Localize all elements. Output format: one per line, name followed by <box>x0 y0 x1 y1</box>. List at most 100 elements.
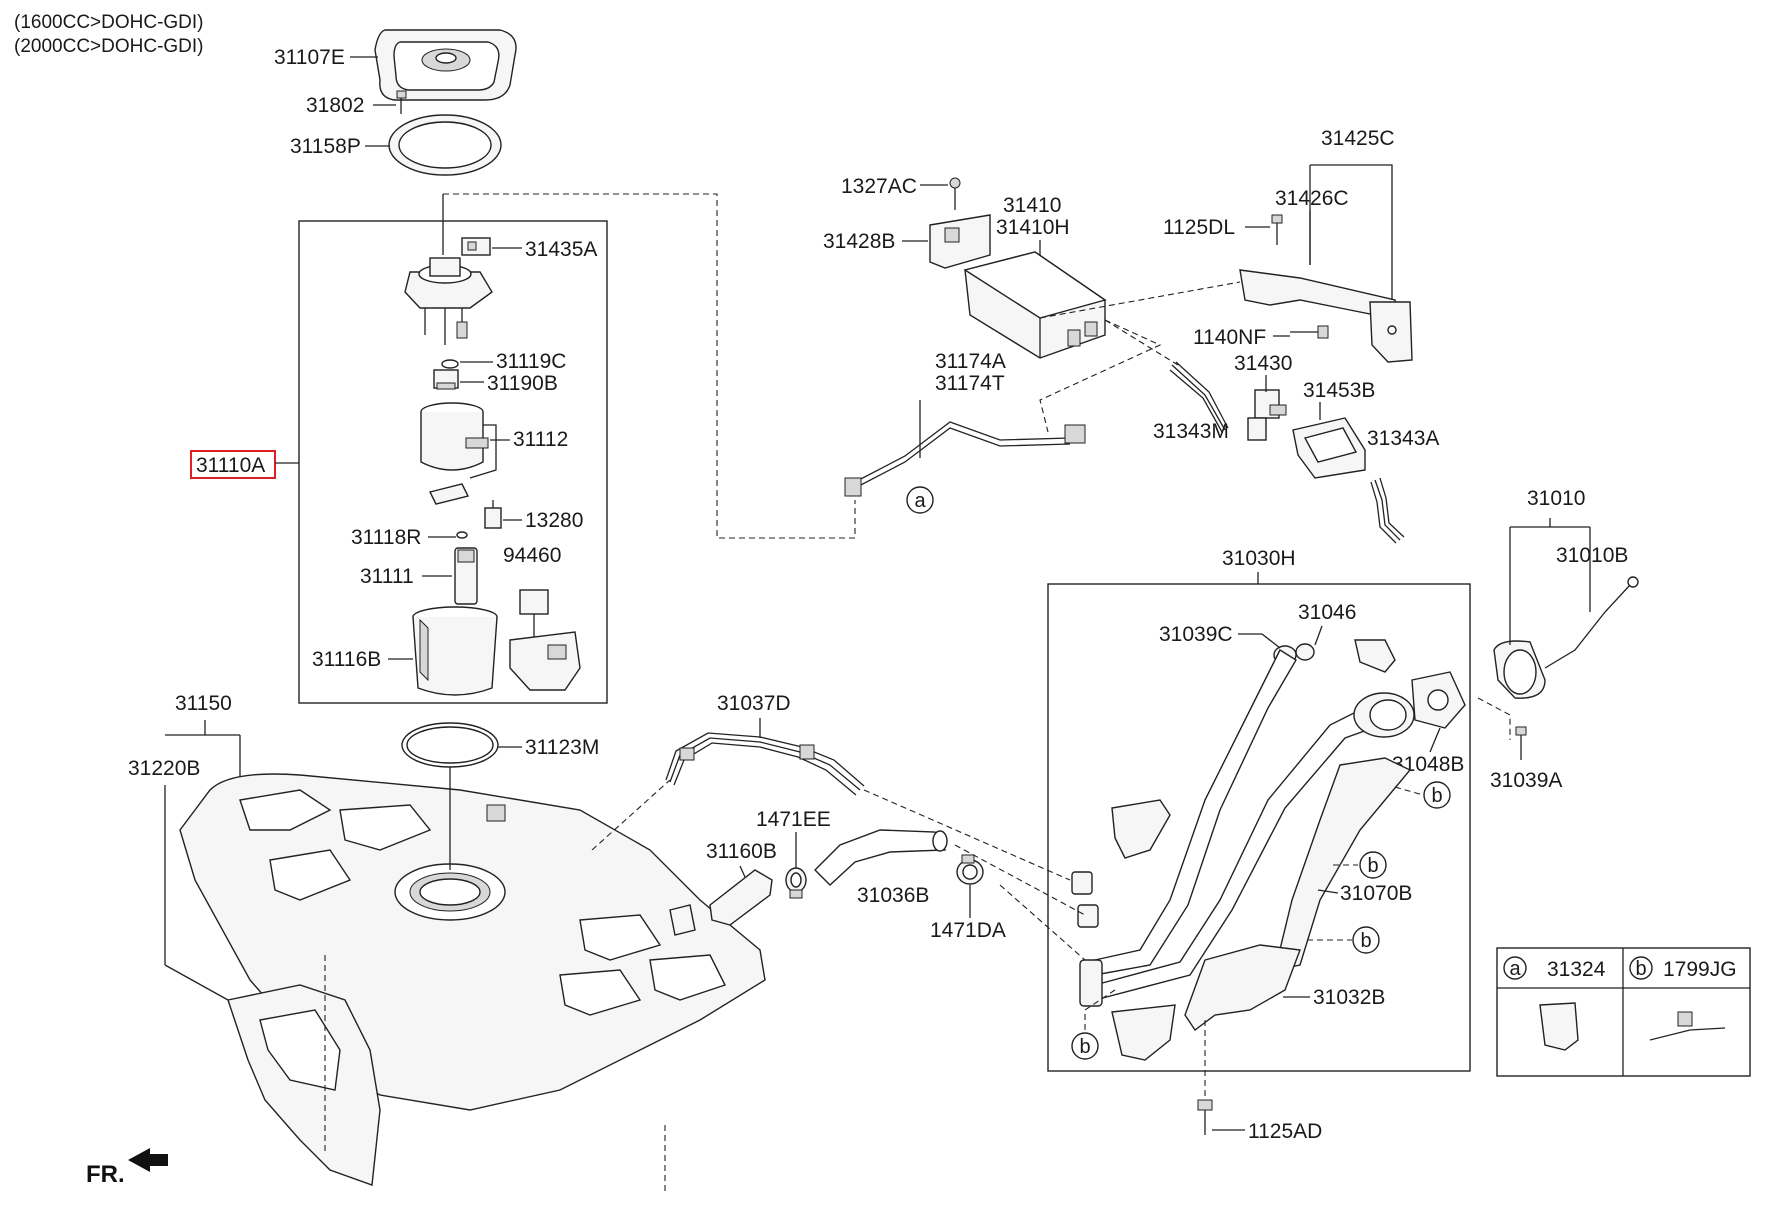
part-1471EE-clamp <box>785 867 807 899</box>
label-31430: 31430 <box>1234 352 1292 375</box>
label-31010: 31010 <box>1527 487 1585 510</box>
part-31046-fitting <box>1295 639 1396 673</box>
label-31039A: 31039A <box>1490 769 1562 792</box>
label-31150: 31150 <box>175 692 232 715</box>
engine-variant-2: (2000CC>DOHC-GDI) <box>14 36 204 57</box>
highlight-31110A <box>190 450 276 479</box>
label-31010B: 31010B <box>1556 544 1628 567</box>
part-31107E-cover <box>374 29 517 101</box>
part-31111-pump <box>454 547 478 605</box>
label-31032B: 31032B <box>1313 986 1385 1009</box>
part-31426C-bracket <box>1239 269 1413 363</box>
label-31037D: 31037D <box>717 692 791 715</box>
label-31046: 31046 <box>1298 601 1356 624</box>
label-31039C: 31039C <box>1159 623 1233 646</box>
part-31037D-hose <box>665 732 865 796</box>
part-31453B-filter <box>1292 417 1366 479</box>
label-31111: 31111 <box>360 565 414 588</box>
label-1471EE: 1471EE <box>756 808 831 831</box>
label-31802: 31802 <box>306 94 364 117</box>
svg-text:b: b <box>1360 930 1371 952</box>
label-31110A: 31110A <box>196 454 265 477</box>
label-31116B: 31116B <box>312 648 381 671</box>
legend-a-part: 31324 <box>1547 958 1606 981</box>
callout-b-2: b <box>1333 851 1387 879</box>
part-pipe-clip-upper <box>1111 799 1171 859</box>
label-31425C: 31425C <box>1321 127 1395 150</box>
assembly-box-31030H <box>1047 583 1471 1072</box>
label-31123M: 31123M <box>525 736 599 759</box>
label-1140NF: 1140NF <box>1193 326 1266 349</box>
callout-b-3: b <box>1307 926 1380 954</box>
legend-b-part: 1799JG <box>1663 958 1737 981</box>
part-1471DA-clamp <box>956 854 984 885</box>
label-31030H: 31030H <box>1222 547 1296 570</box>
callout-b-1: b <box>1394 781 1451 809</box>
part-31116B-reservoir <box>412 606 498 696</box>
label-31220B: 31220B <box>128 757 200 780</box>
label-31343M: 31343M <box>1153 420 1229 443</box>
clip-31324-icon <box>1539 1002 1579 1051</box>
label-31070B: 31070B <box>1340 882 1412 905</box>
label-31435A: 31435A <box>525 238 597 261</box>
callout-b-4: b <box>1071 989 1116 1060</box>
label-31158P: 31158P <box>290 135 361 158</box>
part-pipe-clip-lower <box>1111 1004 1176 1061</box>
part-31030H-filler-pipe <box>1071 648 1397 1007</box>
label-31118R: 31118R <box>351 526 421 549</box>
part-94460-sender <box>509 589 581 691</box>
label-31426C: 31426C <box>1275 187 1349 210</box>
label-31190B: 31190B <box>487 372 558 395</box>
front-arrow <box>128 1148 168 1172</box>
part-31220B-heat-shield <box>227 984 381 1186</box>
label-31174T: 31174T <box>935 372 1005 395</box>
label-31410: 31410 <box>1003 194 1061 217</box>
part-31430-valve <box>1247 389 1287 441</box>
label-1125AD: 1125AD <box>1248 1120 1322 1143</box>
label-31119C: 31119C <box>496 350 566 373</box>
part-1327AC-bolt <box>949 177 961 210</box>
callout-a-letter: a <box>914 490 926 512</box>
part-31123M-oring <box>401 722 499 870</box>
label-fr: FR. <box>86 1161 125 1188</box>
label-31428B: 31428B <box>823 230 895 253</box>
part-31343A-hose <box>1370 477 1405 544</box>
callout-a <box>906 486 934 514</box>
part-13280-sensor <box>484 500 502 529</box>
label-31174A: 31174A <box>935 350 1006 373</box>
part-31112-filter <box>420 402 497 505</box>
part-31190B-regulator <box>433 369 459 390</box>
part-31119C-oring <box>441 359 459 369</box>
label-1471DA: 1471DA <box>930 919 1006 942</box>
label-31160B: 31160B <box>706 840 777 863</box>
arrow-left-icon <box>128 1148 168 1172</box>
label-94460: 94460 <box>503 544 561 567</box>
part-31802-bolt <box>396 90 407 114</box>
part-31428B-bracket <box>929 214 991 269</box>
label-31112: 31112 <box>513 428 568 451</box>
assembly-box-31110A <box>298 220 608 704</box>
part-1125AD-bolt <box>1197 1020 1213 1135</box>
svg-text:b: b <box>1367 855 1378 877</box>
engine-variant-1: (1600CC>DOHC-GDI) <box>14 12 204 33</box>
part-31036B-hose <box>814 829 948 886</box>
part-31160B-bracket <box>709 869 773 926</box>
legend-a-letter: a <box>1509 958 1521 980</box>
part-31174A-hose <box>844 421 1086 497</box>
part-31010-cap <box>1493 576 1639 699</box>
legend-table: a 31324 b 1799JG <box>1496 947 1751 1077</box>
label-31036B: 31036B <box>857 884 929 907</box>
tie-1799JG-icon <box>1677 1011 1693 1027</box>
part-pump-flange <box>404 194 493 345</box>
part-31343M-hose <box>1169 361 1229 433</box>
svg-text:b: b <box>1079 1036 1090 1058</box>
label-31453B: 31453B <box>1303 379 1375 402</box>
label-31107E: 31107E <box>274 46 345 69</box>
part-31410-canister <box>963 251 1107 359</box>
part-31158P-gasket <box>388 114 502 176</box>
part-1140NF-bolt <box>1290 325 1329 339</box>
part-1125DL-bolt <box>1271 214 1283 245</box>
part-filler-head <box>1353 692 1415 738</box>
svg-text:b: b <box>1431 785 1442 807</box>
